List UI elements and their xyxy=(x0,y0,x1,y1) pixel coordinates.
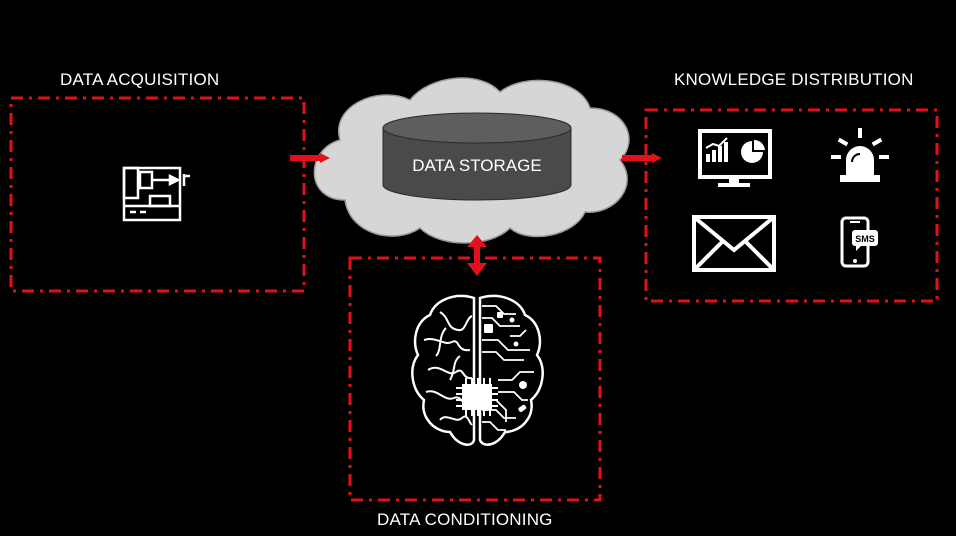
acquisition-box xyxy=(9,96,306,293)
acquisition-label: DATA ACQUISITION xyxy=(60,70,220,89)
conditioning-box xyxy=(348,256,602,502)
alarm-siren-icon xyxy=(831,128,889,182)
distribution-box xyxy=(644,108,939,303)
email-envelope-icon xyxy=(692,215,776,272)
sms-phone-icon: SMS xyxy=(840,216,878,268)
arrow-storage-conditioning xyxy=(467,235,487,276)
database-cylinder-icon xyxy=(382,112,572,201)
dashboard-monitor-icon xyxy=(698,129,772,187)
brain-circuit-icon xyxy=(411,294,544,446)
sms-badge-text: SMS xyxy=(855,234,875,244)
distribution-label: KNOWLEDGE DISTRIBUTION xyxy=(674,70,914,89)
cnc-machine-icon xyxy=(122,166,190,222)
conditioning-label: DATA CONDITIONING xyxy=(377,510,553,529)
storage-label: DATA STORAGE xyxy=(412,156,541,175)
